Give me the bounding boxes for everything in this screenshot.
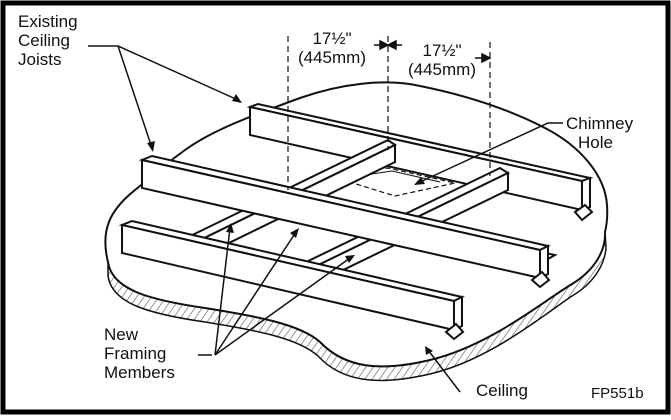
ceiling-label: Ceiling: [476, 381, 528, 400]
figure-code: FP551b: [591, 385, 644, 402]
chimney-hole-line-2: Hole: [578, 133, 613, 152]
existing-joist-front: [118, 219, 465, 341]
leader-arrowheads: [147, 94, 433, 355]
new-framing-label: New Framing Members: [104, 325, 175, 382]
dimension-guides: [287, 36, 491, 190]
new-framing-line-2: Framing: [104, 344, 167, 363]
chimney-hole-line-1: Chimney: [566, 114, 634, 133]
existing-joists-line-3: Joists: [18, 50, 62, 69]
dimension-2-metric: (445mm): [407, 60, 476, 79]
existing-joist-middle: [138, 154, 551, 289]
dimension-1-imperial: 17½": [312, 29, 352, 48]
dimension-label-1: 17½" (445mm): [286, 29, 378, 67]
existing-joists-label: Existing Ceiling Joists: [18, 12, 78, 69]
chimney-hole-label: Chimney Hole: [566, 114, 633, 152]
dimension-1-metric: (445mm): [297, 48, 366, 67]
chimney-hole-outline: [329, 167, 456, 197]
new-framing-line-3: Members: [104, 363, 175, 382]
dimension-2-imperial: 17½": [422, 41, 462, 60]
existing-joists-line-2: Ceiling: [18, 31, 70, 50]
leader-lines: [88, 45, 563, 393]
new-framing-line-1: New: [104, 325, 139, 344]
dimension-label-2: 17½" (445mm): [396, 41, 488, 79]
dimension-arrows: [374, 39, 492, 64]
existing-joists-line-1: Existing: [18, 12, 78, 31]
